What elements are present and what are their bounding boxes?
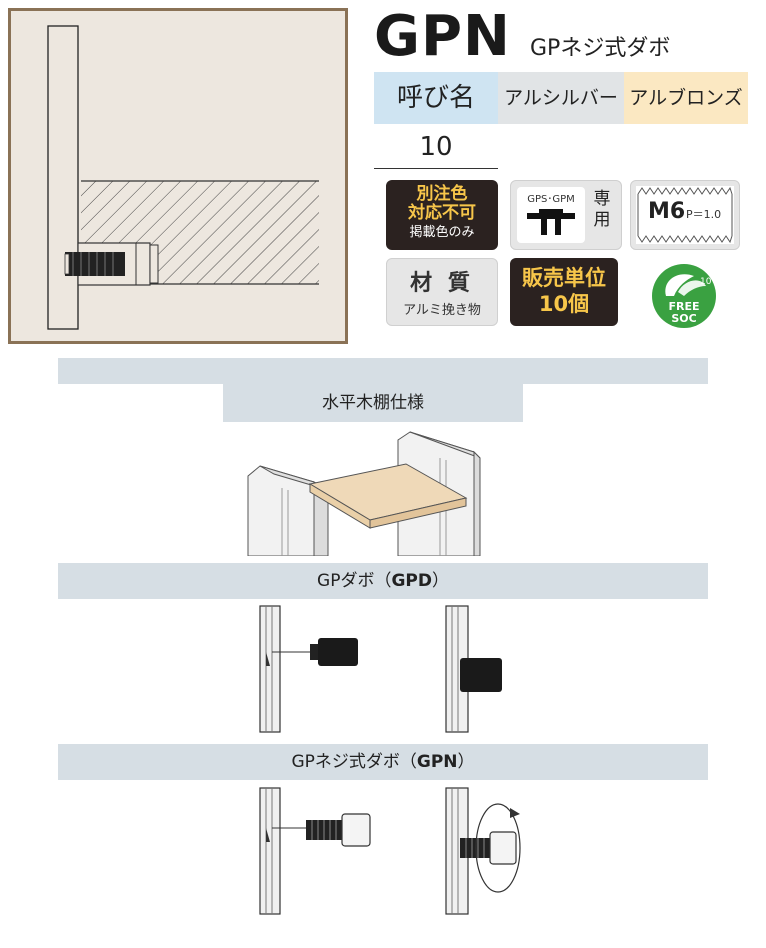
section-divider-band	[58, 358, 708, 384]
bronze-header: アルブロンズ	[624, 72, 748, 124]
badge-line: 対応不可	[408, 203, 476, 223]
sales-unit-title: 販売単位	[522, 266, 606, 290]
gps-side-label: 専 用	[590, 189, 614, 231]
material-value: アルミ挽き物	[403, 303, 481, 318]
gps-gpm-only-badge: GPS･GPM 専 用	[510, 180, 622, 250]
silver-header: アルシルバー	[498, 72, 624, 124]
horizontal-shelf-title: 水平木棚仕様	[223, 384, 523, 422]
size-header: 呼び名	[374, 72, 498, 124]
thread-pitch: P＝1.0	[686, 208, 722, 221]
dowel-cross-section-drawing	[47, 25, 319, 330]
material-title: 材 質	[410, 271, 474, 296]
thread-border-icon	[637, 186, 733, 244]
thread-box: M6 P＝1.0	[636, 186, 734, 244]
size-value: 10	[374, 126, 498, 169]
product-name: GPネジ式ダボ	[530, 36, 671, 61]
gpn-section-title: GPネジ式ダボ（GPN）	[58, 744, 708, 780]
product-drawing	[8, 8, 348, 344]
gps-icon-box: GPS･GPM	[517, 187, 585, 243]
badge-line: 別注色	[416, 184, 468, 204]
material-badge: 材 質 アルミ挽き物	[386, 258, 498, 326]
gpd-title-code: GPD	[391, 571, 432, 591]
gpd-title-suffix: ）	[431, 571, 449, 591]
thread-size: M6	[648, 199, 686, 224]
eco-line1: FREE	[668, 300, 699, 313]
side-char: 専	[593, 189, 611, 209]
gpn-title-code: GPN	[416, 752, 458, 772]
gpd-title-prefix: GPダボ（	[317, 571, 392, 591]
side-char: 用	[593, 210, 611, 230]
sales-unit-badge: 販売単位 10個	[510, 258, 618, 326]
gps-caption: GPS･GPM	[527, 194, 575, 205]
thread-spec-badge: M6 P＝1.0	[630, 180, 740, 250]
gpn-title-suffix: ）	[457, 752, 475, 772]
wood-shelf-illustration	[230, 428, 490, 557]
sales-unit-value: 10個	[538, 292, 590, 316]
gpd-section-title: GPダボ（GPD）	[58, 563, 708, 599]
badge-line: 掲載色のみ	[409, 225, 475, 240]
gpd-installation-illustration	[236, 604, 536, 736]
gpn-title-prefix: GPネジ式ダボ（	[291, 752, 417, 772]
product-code: GPN	[374, 4, 511, 69]
custom-color-badge: 別注色 対応不可 掲載色のみ	[386, 180, 498, 250]
rail-profile-icon	[527, 209, 575, 235]
eco-small: 10	[700, 277, 712, 287]
eco-line2: SOC	[671, 312, 696, 325]
gpn-installation-illustration	[236, 786, 536, 918]
soc-free-eco-icon: 10 FREE SOC	[648, 262, 720, 330]
